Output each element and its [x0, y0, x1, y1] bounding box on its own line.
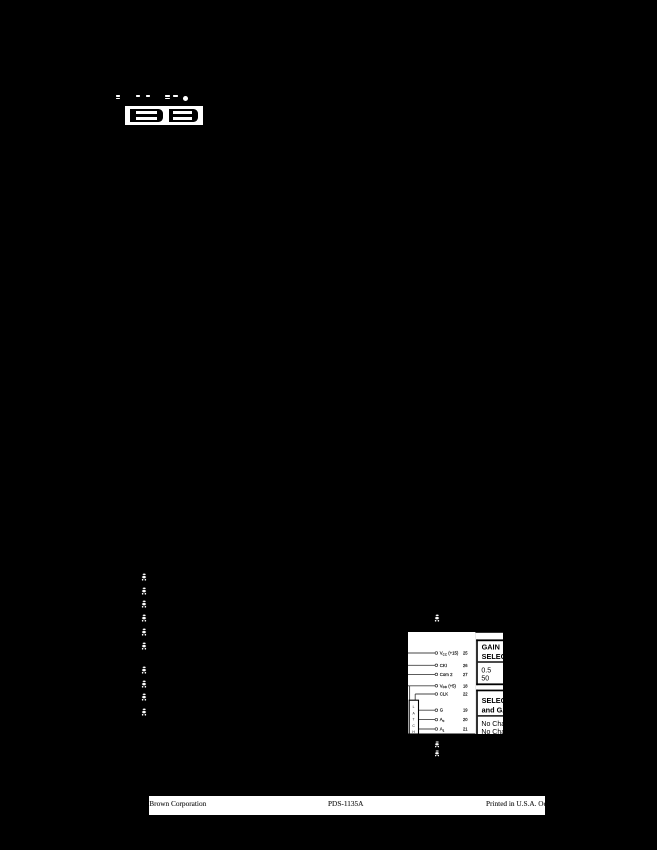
- svg-text:25: 25: [463, 651, 468, 656]
- svg-text:CKI: CKI: [440, 663, 447, 668]
- svg-text:SELECT: SELECT: [482, 696, 503, 705]
- svg-text:SELECT: SELECT: [482, 652, 503, 661]
- svg-text:27: 27: [463, 672, 468, 677]
- svg-text:T: T: [413, 718, 415, 722]
- svg-text:26: 26: [463, 663, 468, 668]
- svg-text:20: 20: [463, 717, 468, 722]
- svg-text:0.5: 0.5: [482, 667, 492, 674]
- svg-text:VDD (+5): VDD (+5): [440, 683, 457, 689]
- svg-text:Com 2: Com 2: [440, 672, 453, 677]
- svg-text:A0: A0: [440, 717, 445, 723]
- svg-text:C: C: [413, 724, 416, 728]
- svg-text:and GAIN: and GAIN: [482, 706, 503, 715]
- svg-text:G: G: [440, 708, 444, 713]
- svg-text:No Change: No Change: [482, 729, 504, 734]
- svg-text:No Change: No Change: [482, 721, 504, 728]
- svg-text:A1: A1: [440, 727, 445, 733]
- svg-text:22: 22: [463, 692, 468, 697]
- svg-text:L: L: [413, 705, 415, 709]
- svg-text:GAIN: GAIN: [482, 643, 500, 652]
- svg-text:H: H: [413, 730, 416, 734]
- svg-text:50: 50: [482, 676, 490, 683]
- svg-text:CLK: CLK: [440, 692, 448, 697]
- svg-text:18: 18: [463, 683, 468, 688]
- svg-text:A: A: [413, 711, 416, 715]
- svg-text:19: 19: [463, 708, 468, 713]
- svg-text:21: 21: [463, 727, 468, 732]
- svg-text:VCC (+15): VCC (+15): [440, 651, 459, 657]
